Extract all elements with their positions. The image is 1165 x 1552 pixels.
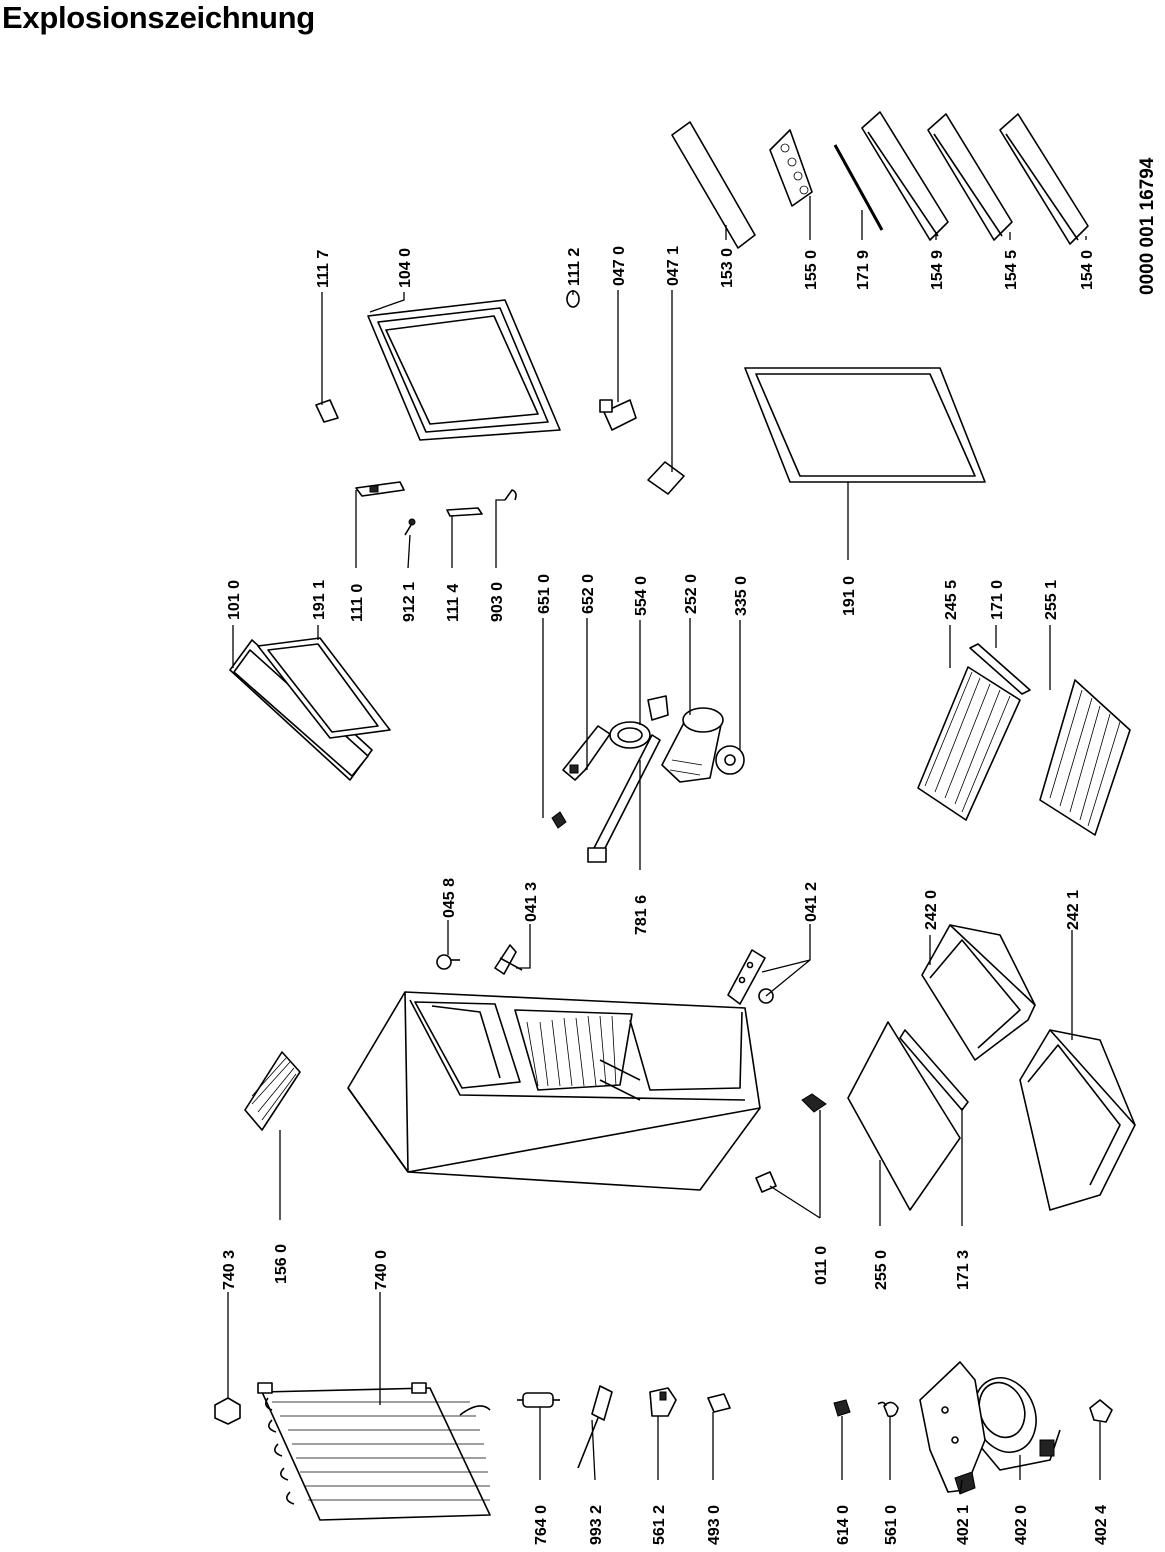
shelf-part-2551: [1039, 679, 1131, 836]
label-1040: 104 0: [397, 248, 414, 288]
label-1549: 154 9: [929, 250, 946, 290]
label-6140: 614 0: [835, 1505, 852, 1545]
part-6510: [551, 811, 567, 829]
part-labels: 740 3 156 0 740 0 764 0 993 2 561 2 493 …: [221, 246, 1110, 1545]
label-1010: 101 0: [226, 580, 243, 620]
part-0470: [599, 399, 637, 431]
door-shelf-part-1540: [999, 113, 1089, 245]
label-7640: 764 0: [533, 1505, 550, 1545]
mount-plate-part-4021: [919, 1361, 986, 1495]
label-0412: 041 2: [803, 882, 820, 922]
part-1110: [355, 481, 405, 497]
label-1560: 156 0: [273, 1244, 290, 1284]
label-2520: 252 0: [683, 574, 700, 614]
cabinet-body: [347, 991, 761, 1191]
label-6520: 652 0: [580, 574, 597, 614]
label-0458: 045 8: [441, 878, 458, 918]
label-2455: 245 5: [943, 580, 960, 620]
freezer-gasket-part-1911: [257, 637, 391, 739]
knob-part-3350: [715, 745, 745, 775]
label-2550: 255 0: [873, 1250, 890, 1290]
rod-part-7816: [587, 734, 661, 863]
label-7403: 740 3: [221, 1250, 238, 1290]
document-number: 0000 001 16794: [1137, 157, 1158, 295]
label-9121: 912 1: [401, 582, 418, 622]
label-1530: 153 0: [719, 248, 736, 288]
part-0458: [436, 954, 460, 970]
label-4024: 402 4: [1093, 1505, 1110, 1545]
glass-shelf-part-2550: [847, 1021, 961, 1211]
part-7403: [214, 1397, 241, 1425]
part-0413: [494, 944, 523, 975]
condenser-part-7400: [257, 1382, 491, 1521]
part-0471: [647, 461, 685, 495]
label-1550: 155 0: [803, 250, 820, 290]
label-0413: 041 3: [523, 882, 540, 922]
label-2421: 242 1: [1065, 890, 1082, 930]
label-7816: 781 6: [633, 895, 650, 935]
strip-part-1713: [899, 1029, 969, 1111]
label-5610: 561 0: [883, 1505, 900, 1545]
label-4930: 493 0: [706, 1505, 723, 1545]
strip-part-1710: [969, 643, 1031, 695]
part-4930: [707, 1393, 731, 1413]
label-1719: 171 9: [855, 250, 872, 290]
compressor-part-4020: [973, 1377, 1061, 1471]
part-0110: [755, 1093, 827, 1193]
part-9030: [504, 489, 517, 501]
label-1713: 171 3: [955, 1250, 972, 1290]
label-1710: 171 0: [989, 580, 1006, 620]
label-6510: 651 0: [536, 574, 553, 614]
label-4021: 402 1: [955, 1505, 972, 1545]
label-1112: 111 2: [566, 248, 583, 286]
label-1110: 111 0: [349, 584, 366, 622]
crisper-part-2420: [921, 924, 1036, 1061]
label-7400: 740 0: [373, 1250, 390, 1290]
part-1114: [446, 507, 483, 517]
label-1114: 111 4: [445, 584, 462, 622]
shelf-part-2455: [917, 666, 1021, 821]
label-5612: 561 2: [651, 1505, 668, 1545]
part-6140: [833, 1399, 851, 1417]
egg-tray-part-1550: [769, 129, 813, 207]
label-3350: 335 0: [733, 576, 750, 616]
leader-lines: [227, 196, 1101, 1495]
door-shelf-part-1549: [861, 111, 949, 241]
label-1540: 154 0: [1079, 250, 1096, 290]
label-1910: 191 0: [841, 576, 858, 616]
label-0471: 047 1: [665, 246, 682, 286]
part-1117: [315, 399, 339, 423]
label-0110: 011 0: [813, 1246, 830, 1285]
door-part-1040: [367, 299, 561, 441]
crisper-part-2421: [1019, 1029, 1136, 1211]
bar-part-1719: [833, 144, 884, 231]
part-4024: [1089, 1399, 1113, 1423]
part-9932: [577, 1385, 613, 1469]
label-2551: 255 1: [1043, 580, 1060, 620]
label-2420: 242 0: [923, 890, 940, 930]
lamp-holder-part-5540: [609, 695, 669, 749]
freezer-door-part-1010: [229, 639, 373, 781]
label-9030: 903 0: [489, 582, 506, 622]
part-1530: [671, 121, 756, 249]
label-5540: 554 0: [633, 576, 650, 616]
page-title: Explosionszeichnung: [2, 0, 315, 35]
part-7640: [517, 1392, 560, 1408]
door-shelf-part-1545: [927, 113, 1013, 241]
label-4020: 402 0: [1013, 1505, 1030, 1545]
part-9121: [404, 518, 416, 536]
label-0470: 047 0: [611, 246, 628, 286]
ice-tray-part-1560: [244, 1051, 301, 1131]
part-5612: [649, 1387, 677, 1417]
thermostat-housing-part-2520: [661, 707, 724, 783]
part-5610: [877, 1401, 899, 1418]
label-1911: 191 1: [311, 580, 328, 620]
door-gasket-part-1910: [744, 367, 986, 483]
label-1545: 154 5: [1003, 250, 1020, 290]
label-1117: 111 7: [315, 250, 332, 288]
label-9932: 993 2: [588, 1505, 605, 1545]
